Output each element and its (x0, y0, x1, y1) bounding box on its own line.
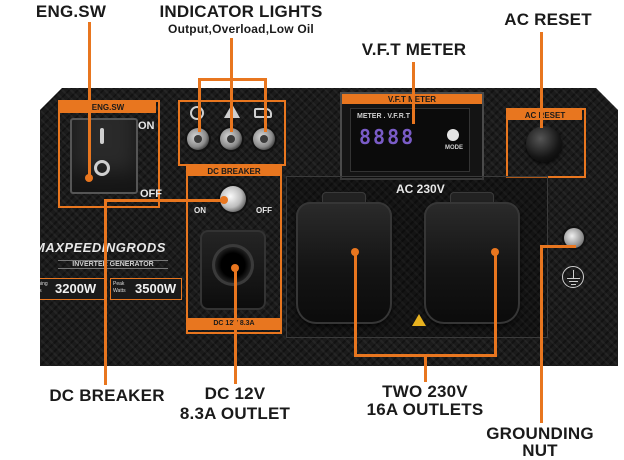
low-oil-light (253, 128, 275, 150)
ground-symbol-icon (562, 266, 584, 288)
dc-breaker-leader-h (104, 199, 224, 202)
vft-meter-callout: V.F.T METER (361, 40, 467, 59)
running-watts-badge: Running Watts 3200W (29, 278, 106, 300)
grounding-nut[interactable] (564, 228, 584, 248)
control-panel: ENG.SW ON OFF V.F.T METER METER . V.F.R.… (40, 88, 618, 366)
running-watts-label: Running Watts (29, 281, 48, 294)
outlets-callout-line1: TWO 230V (382, 382, 468, 401)
indicator-leader-left (198, 78, 201, 132)
warning-icon (412, 314, 426, 326)
outlets-leader-stem (424, 354, 427, 382)
brand-logo: MAXPEEDINGRODS (34, 240, 166, 255)
peak-watts-value: 3500W (135, 281, 177, 296)
eng-sw-callout: ENG.SW (35, 2, 107, 21)
ground-leader-v (540, 245, 543, 423)
indicator-leader-right (264, 78, 267, 132)
meter-display: METER . V.F.R.T 8888 MODE (350, 108, 470, 172)
peak-watts-badge: Peak Watts 3500W (110, 278, 182, 300)
outlets-leader-dot-left (351, 248, 359, 256)
dc-off-label: OFF (256, 206, 272, 215)
outlets-leader-right (494, 252, 497, 356)
ac-reset-leader (540, 32, 543, 128)
mode-button[interactable] (447, 129, 459, 141)
indicator-lights-callout: INDICATOR LIGHTS (159, 2, 323, 21)
ac-reset-callout: AC RESET (504, 10, 592, 29)
outlets-leader-left (354, 252, 357, 356)
dc-breaker-callout: DC BREAKER (49, 386, 165, 405)
indicator-leader-stem (230, 38, 233, 80)
ground-leader-h (540, 245, 576, 248)
outlets-leader-dot-right (491, 248, 499, 256)
meter-digits: 8888 (359, 125, 416, 149)
meter-caption: METER . V.F.R.T (357, 113, 411, 120)
rocker-off-mark (94, 160, 110, 176)
rocker-on-mark (100, 128, 104, 144)
dc-outlet-leader-dot (231, 264, 239, 272)
dc-breaker-leader-dot (220, 196, 228, 204)
overload-light (220, 128, 242, 150)
mode-label: MODE (445, 145, 463, 151)
indicator-leader-mid (230, 78, 233, 132)
left-outlet-cover[interactable] (296, 202, 392, 324)
ac-reset-button[interactable] (526, 126, 562, 162)
eng-sw-leader (88, 22, 91, 178)
running-watts-value: 3200W (55, 281, 97, 296)
dc-on-label: ON (194, 206, 206, 215)
ac-reset-frame (506, 108, 586, 178)
eng-sw-frame (58, 100, 160, 208)
output-icon (190, 106, 204, 120)
eng-sw-label: ENG.SW (60, 102, 156, 113)
ac-reset-label: AC RESET (508, 110, 582, 120)
dc-outlet-leader (234, 268, 237, 384)
peak-watts-label: Peak Watts (113, 281, 126, 294)
eng-sw-leader-dot (85, 174, 93, 182)
eng-sw-rocker[interactable] (70, 118, 138, 194)
dc-breaker-label: DC BREAKER (188, 166, 280, 176)
ac-voltage-label: AC 230V (396, 182, 445, 196)
grounding-callout-line1: GROUNDING (486, 424, 594, 443)
brand-subtitle: INVERTER GENERATOR (58, 260, 168, 269)
dc-breaker-leader-v (104, 199, 107, 385)
dc-outlet-callout-line2: 8.3A OUTLET (179, 404, 291, 423)
vft-leader (412, 62, 415, 124)
dc-outlet-callout-line1: DC 12V (204, 384, 266, 403)
eng-sw-on-label: ON (138, 120, 155, 132)
low-oil-icon (254, 108, 272, 118)
eng-sw-off-label: OFF (140, 188, 162, 200)
indicator-lights-subtitle: Output,Overload,Low Oil (168, 22, 314, 36)
grounding-callout-line2: NUT (522, 441, 558, 460)
output-light (187, 128, 209, 150)
right-outlet-cover[interactable] (424, 202, 520, 324)
outlets-callout-line2: 16A OUTLETS (366, 400, 484, 419)
